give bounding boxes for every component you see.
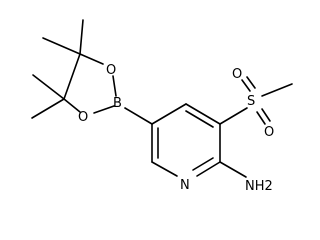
bond-methyl-1 [79, 19, 84, 55]
atom-labels: B O O S O O N NH2 [78, 63, 274, 194]
bond-o-lower-c [63, 98, 81, 113]
atom-label-oxygen-upper: O [106, 63, 116, 78]
bond-b-o-lower [93, 105, 115, 114]
atom-label-sulfur: S [247, 94, 255, 109]
bond-methyl-2 [42, 37, 81, 55]
atom-label-amino-group: NH2 [245, 179, 273, 194]
bond-n1-c2-double [192, 157, 214, 171]
bond-s-o-lower-double [261, 108, 271, 122]
bond-methyl-4 [31, 98, 65, 119]
bond-ring-c-c [63, 53, 81, 100]
bond-c3-c4-double [185, 110, 214, 128]
bond-c3-c4 [185, 103, 221, 125]
atom-label-oxygen-lower: O [78, 110, 88, 125]
bond-c2-nh2 [219, 161, 247, 178]
atom-label-pyridine-nitrogen: N [180, 178, 190, 193]
bond-b-o-upper [112, 75, 117, 97]
atom-label-boron: B [113, 96, 122, 111]
molecule-drawing: B O O S O O N NH2 [31, 19, 293, 194]
bond-c4-c5 [151, 103, 187, 125]
bond-s-o-upper-double [246, 76, 256, 89]
bond-c6-n1 [151, 161, 178, 177]
bond-c5-b [124, 107, 153, 125]
atom-label-sulfonyl-oxygen-upper: O [232, 67, 242, 82]
structure-diagram: B O O S O O N NH2 [31, 19, 293, 194]
bond-s-methyl [261, 83, 293, 97]
bond-s-o-upper [241, 79, 251, 92]
bond-s-o-lower [256, 111, 266, 125]
bond-methyl-3 [32, 74, 65, 100]
bond-c3-s [219, 107, 248, 125]
bonds [31, 19, 293, 178]
bond-n1-c2 [196, 161, 221, 177]
atom-label-sulfonyl-oxygen-lower: O [264, 125, 274, 140]
bond-o-upper-c [79, 53, 104, 65]
